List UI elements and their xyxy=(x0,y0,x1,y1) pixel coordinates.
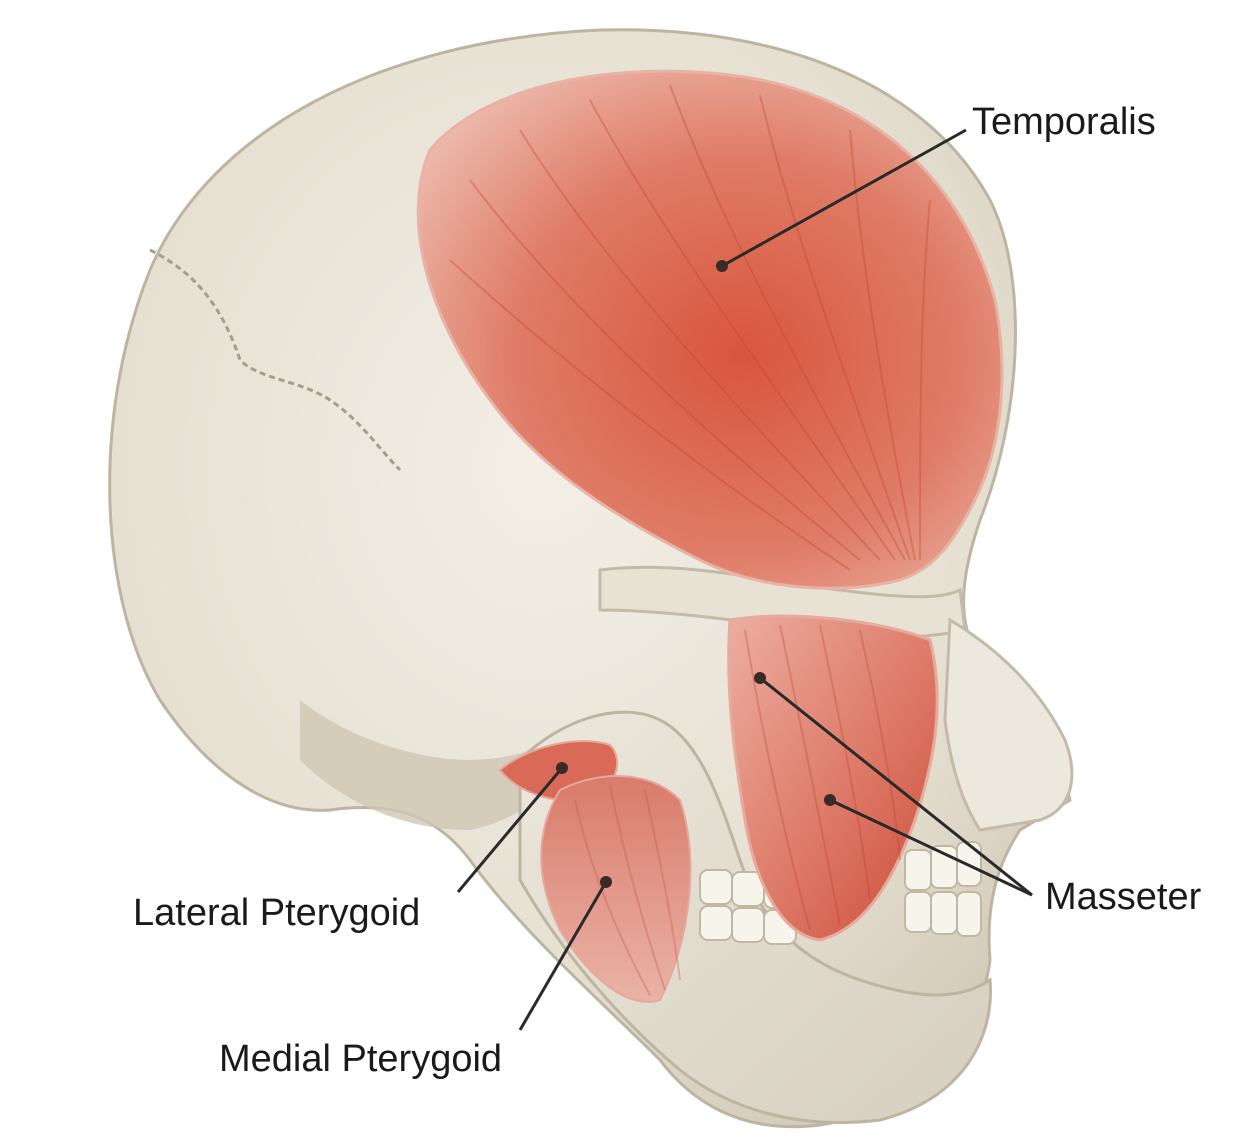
masseter-label: Masseter xyxy=(1045,878,1201,916)
temporalis-marker-dot xyxy=(716,260,728,272)
medial-pterygoid-label: Medial Pterygoid xyxy=(219,1040,502,1078)
masseter-marker-dot-lower xyxy=(824,794,836,806)
lateral-pterygoid-label: Lateral Pterygoid xyxy=(133,894,420,932)
masseter-marker-dot-upper xyxy=(754,672,766,684)
temporalis-label: Temporalis xyxy=(972,103,1156,141)
maxilla-bone xyxy=(945,620,1072,830)
lateral-pterygoid-marker-dot xyxy=(556,762,568,774)
medial-pterygoid-marker-dot xyxy=(600,876,612,888)
